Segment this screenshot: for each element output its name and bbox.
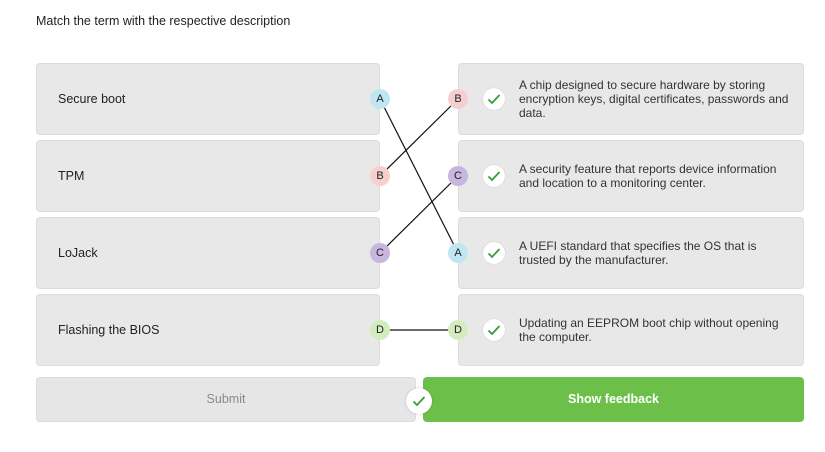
description-badge-c[interactable]: C [448,166,468,186]
check-icon [483,165,505,187]
term-badge-d[interactable]: D [370,320,390,340]
term-box-secure-boot[interactable]: Secure boot [36,63,380,135]
description-box-1[interactable]: A chip designed to secure hardware by st… [458,63,804,135]
term-label: Secure boot [58,92,126,106]
match-line-a [379,98,459,254]
check-icon [406,388,432,414]
term-badge-b[interactable]: B [370,166,390,186]
term-box-lojack[interactable]: LoJack [36,217,380,289]
description-text: A UEFI standard that specifies the OS th… [519,239,757,267]
description-box-4[interactable]: Updating an EEPROM boot chip without ope… [458,294,804,366]
description-box-2[interactable]: A security feature that reports device i… [458,140,804,212]
description-text: A chip designed to secure hardware by st… [519,78,789,120]
match-line-b [379,98,459,177]
description-badge-a[interactable]: A [448,243,468,263]
check-icon [483,88,505,110]
term-box-flashing-bios[interactable]: Flashing the BIOS [36,294,380,366]
description-box-3[interactable]: A UEFI standard that specifies the OS th… [458,217,804,289]
description-text: A security feature that reports device i… [519,162,777,190]
description-badge-d[interactable]: D [448,320,468,340]
match-line-c [379,175,459,254]
description-badge-b[interactable]: B [448,89,468,109]
term-label: TPM [58,169,85,183]
instruction-text: Match the term with the respective descr… [36,14,291,28]
term-badge-c[interactable]: C [370,243,390,263]
check-icon [483,242,505,264]
term-box-tpm[interactable]: TPM [36,140,380,212]
check-icon [483,319,505,341]
term-label: LoJack [58,246,98,260]
term-badge-a[interactable]: A [370,89,390,109]
term-label: Flashing the BIOS [58,323,160,337]
description-text: Updating an EEPROM boot chip without ope… [519,316,779,344]
show-feedback-button[interactable]: Show feedback [423,377,804,422]
submit-button[interactable]: Submit [36,377,416,422]
